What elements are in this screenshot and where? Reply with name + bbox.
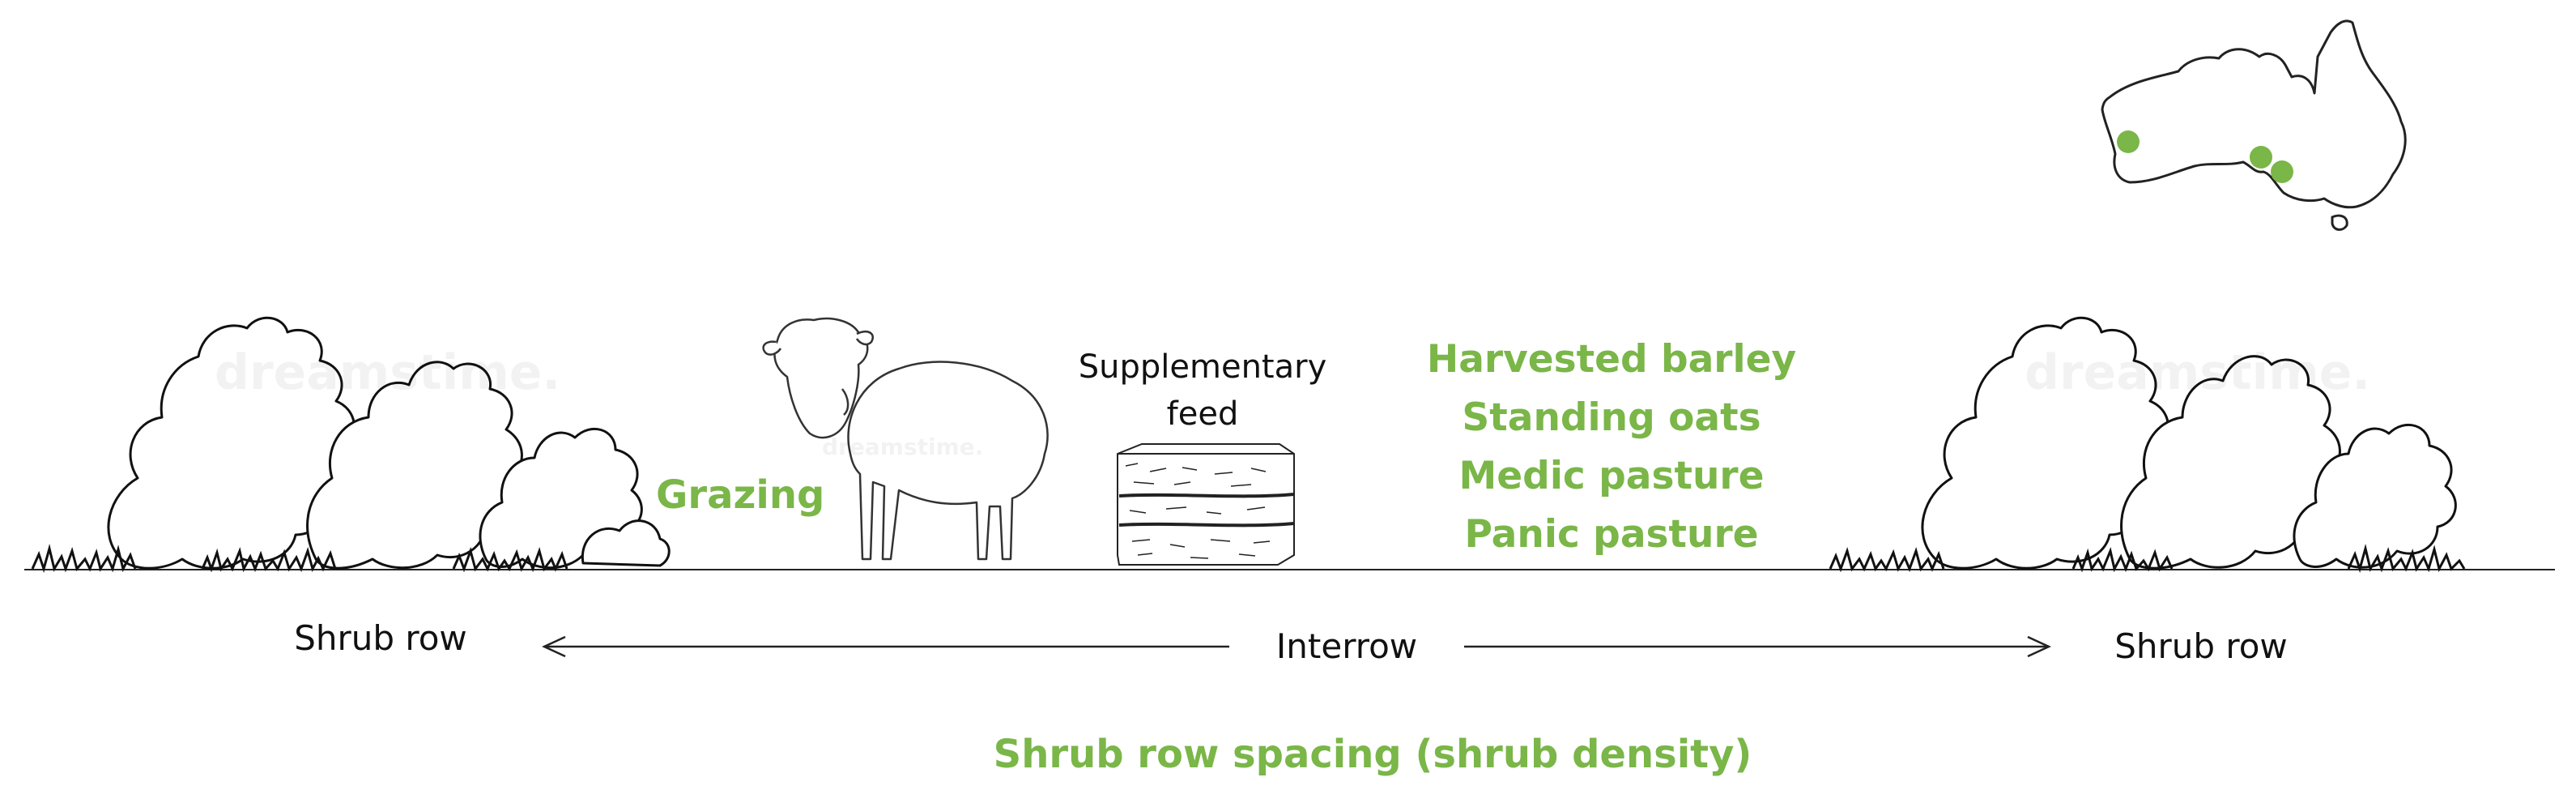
grazing-label: Grazing bbox=[656, 472, 825, 518]
location-dot-icon bbox=[2271, 160, 2293, 183]
supplementary-feed-line1: Supplementary bbox=[1078, 348, 1327, 386]
watermark-right: dreamstime. bbox=[2025, 344, 2371, 401]
crop-options-list: Harvested barley Standing oats Medic pas… bbox=[1427, 331, 1796, 564]
shrub-row-right-label: Shrub row bbox=[2114, 626, 2288, 666]
shrub-row-spacing-label: Shrub row spacing (shrub density) bbox=[993, 732, 1752, 777]
interrow-label: Interrow bbox=[1275, 626, 1418, 666]
shrub-icon bbox=[107, 316, 671, 570]
grass-right bbox=[1829, 544, 2466, 574]
sheep-icon bbox=[762, 317, 1049, 561]
hay-bale-icon bbox=[1117, 443, 1295, 566]
australia-map-icon bbox=[2101, 19, 2407, 231]
location-dot-icon bbox=[2250, 146, 2272, 169]
supplementary-feed-label: Supplementary feed bbox=[1079, 344, 1326, 438]
arrow-left-icon bbox=[542, 635, 566, 658]
supplementary-feed-line2: feed bbox=[1166, 395, 1239, 433]
location-dot-icon bbox=[2117, 130, 2140, 153]
grass-left bbox=[31, 544, 568, 574]
arrow-right-icon bbox=[2027, 635, 2051, 658]
crop-option: Medic pasture bbox=[1458, 454, 1765, 498]
crop-option: Standing oats bbox=[1462, 395, 1761, 440]
shrub-icon bbox=[1921, 316, 2457, 570]
watermark-left: dreamstime. bbox=[215, 344, 561, 401]
watermark-sheep: dreamstime. bbox=[822, 434, 984, 460]
interrow-arrow bbox=[542, 635, 2051, 658]
crop-option: Panic pasture bbox=[1464, 512, 1759, 557]
shrub-row-left-label: Shrub row bbox=[294, 618, 467, 658]
crop-option: Harvested barley bbox=[1426, 337, 1797, 382]
